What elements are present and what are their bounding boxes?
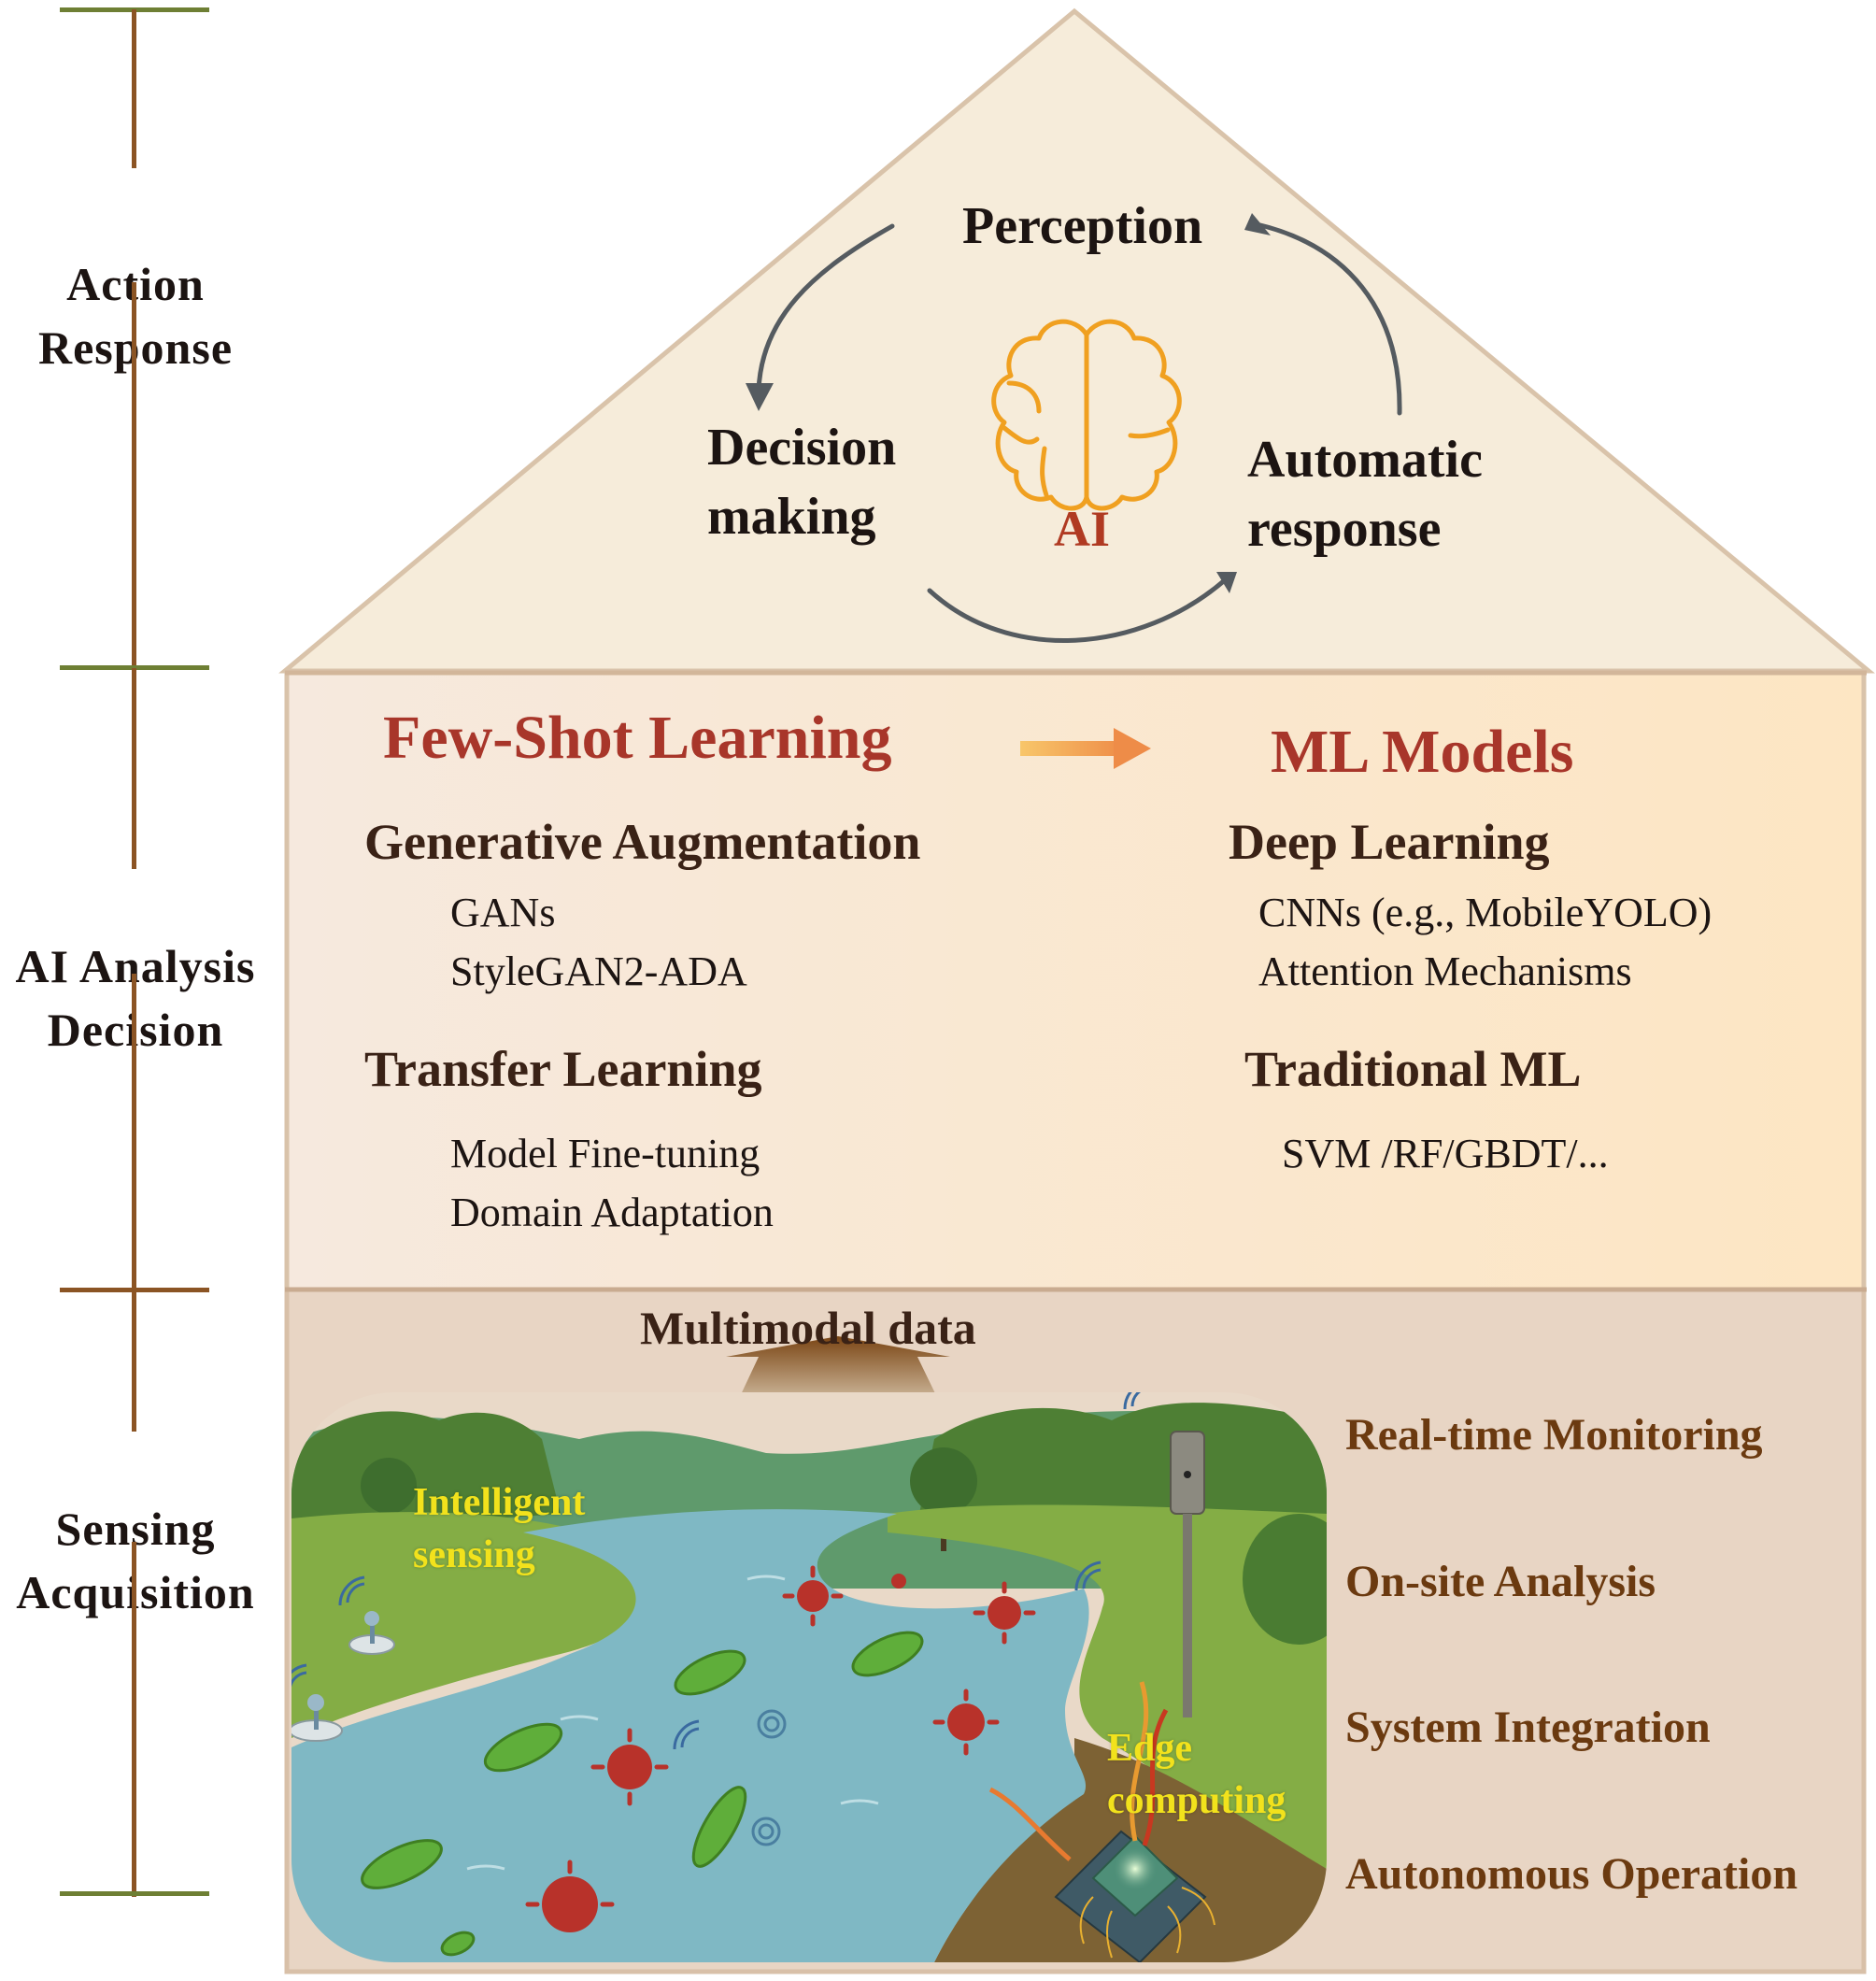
group-item: Domain Adaptation — [450, 1190, 774, 1235]
multimodal-data-label: Multimodal data — [640, 1302, 976, 1354]
axis-line — [132, 1542, 136, 1897]
group-item: CNNs (e.g., MobileYOLO) — [1258, 890, 1713, 935]
axis-line — [132, 282, 136, 673]
pole-sensor-icon — [1170, 1431, 1205, 1717]
feature-autonomous-operation: Autonomous Operation — [1345, 1849, 1798, 1899]
intelligent-sensing-label: Intelligent sensing — [413, 1476, 585, 1581]
edge-chip-icon — [988, 1681, 1215, 1962]
group-heading-transfer-learning: Transfer Learning — [364, 1041, 762, 1097]
spiral-marker-icon — [751, 1709, 787, 1846]
bacteria-icon — [361, 1631, 924, 1957]
group-item: GANs — [450, 890, 556, 935]
cycle-node-decision-making: Decision making — [707, 413, 896, 551]
cycle-node-line: Decision — [707, 419, 897, 477]
few-shot-learning-title: Few-Shot Learning — [383, 704, 892, 772]
ai-label: AI — [1054, 501, 1111, 557]
axis-line — [132, 9, 136, 168]
cycle-arrow-icon — [756, 221, 1402, 643]
roof — [278, 7, 1875, 674]
axis-line — [132, 668, 136, 869]
wireless-signal-icon — [291, 1392, 1150, 1750]
edge-computing-label: Edge computing — [1107, 1722, 1286, 1827]
virus-spikes — [525, 1565, 1036, 1907]
axis-line — [132, 1290, 136, 1432]
group-heading-deep-learning: Deep Learning — [1229, 814, 1550, 870]
ml-models-title: ML Models — [1271, 718, 1574, 786]
group-item: Model Fine-tuning — [450, 1131, 760, 1176]
arrowheads — [746, 213, 1271, 593]
scene-label-line: sensing — [413, 1533, 535, 1576]
cycle-node-line: Automatic — [1247, 431, 1483, 489]
scene-illustration — [291, 1392, 1327, 1962]
feature-real-time-monitoring: Real-time Monitoring — [1345, 1410, 1763, 1460]
middle-section — [284, 670, 1867, 1292]
axis-tick — [60, 665, 209, 670]
cycle-node-perception: Perception — [962, 197, 1203, 255]
scene-label-line: computing — [1107, 1779, 1286, 1822]
group-item: SVM /RF/GBDT/... — [1282, 1131, 1609, 1176]
axis-tick — [60, 1891, 209, 1896]
floating-sensor-icon — [291, 1611, 395, 1742]
feature-on-site-analysis: On-site Analysis — [1345, 1557, 1656, 1606]
cycle-node-line: response — [1247, 500, 1442, 558]
group-item: Attention Mechanisms — [1258, 948, 1632, 994]
bush-icon — [1243, 1514, 1327, 1645]
flow-arrow-icon — [1020, 728, 1151, 769]
scene-label-line: Edge — [1107, 1727, 1193, 1770]
cycle-node-line: making — [707, 488, 876, 546]
group-item: StyleGAN2-ADA — [450, 948, 747, 994]
group-heading-generative-augmentation: Generative Augmentation — [364, 814, 921, 870]
virus-icon — [542, 1574, 1021, 1932]
cycle-node-automatic-response: Automatic response — [1247, 425, 1483, 563]
axis-line — [132, 974, 136, 1291]
feature-system-integration: System Integration — [1345, 1703, 1711, 1752]
brain-icon — [991, 319, 1182, 511]
scene-label-line: Intelligent — [413, 1481, 586, 1524]
group-heading-traditional-ml: Traditional ML — [1244, 1041, 1582, 1097]
